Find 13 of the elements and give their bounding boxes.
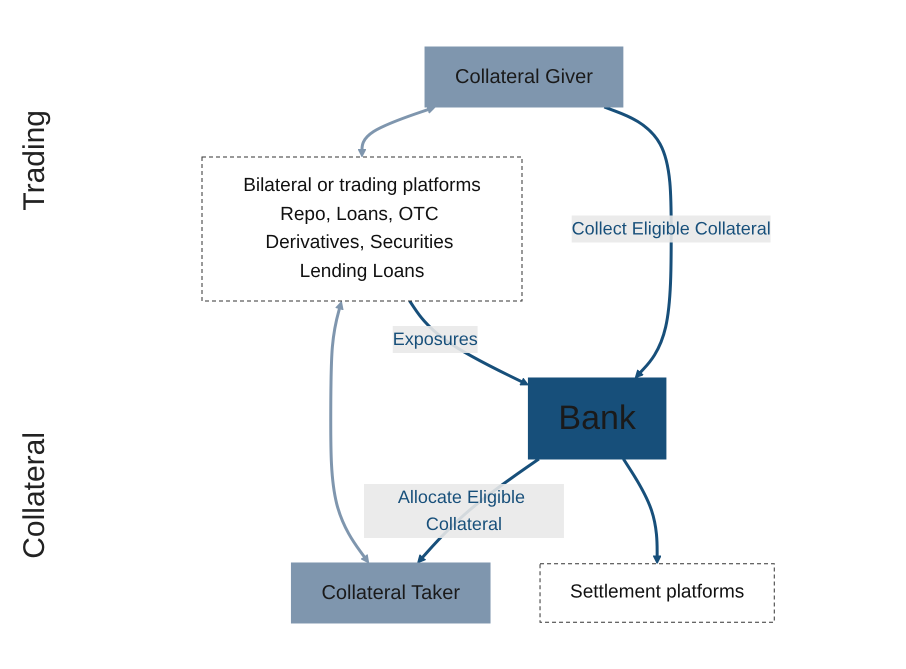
edge-label: Collect Eligible Collateral xyxy=(572,218,771,238)
node-box: Bilateral or trading platforms Repo, Loans, OTC Derivatives, Securities Lending Loans xyxy=(201,156,522,301)
section-label: Trading xyxy=(18,110,52,212)
arrow xyxy=(357,105,436,157)
arrow xyxy=(604,105,673,378)
node-box: Collateral Taker xyxy=(290,562,490,623)
arrow xyxy=(622,458,662,564)
edge-label: Exposures xyxy=(392,328,478,348)
edge-label: Allocate Eligible Collateral xyxy=(398,486,525,534)
section-label: Collateral xyxy=(18,432,52,559)
arrow xyxy=(329,300,370,563)
node-box: Collateral Giver xyxy=(424,46,624,107)
node-box: Settlement platforms xyxy=(539,562,775,622)
